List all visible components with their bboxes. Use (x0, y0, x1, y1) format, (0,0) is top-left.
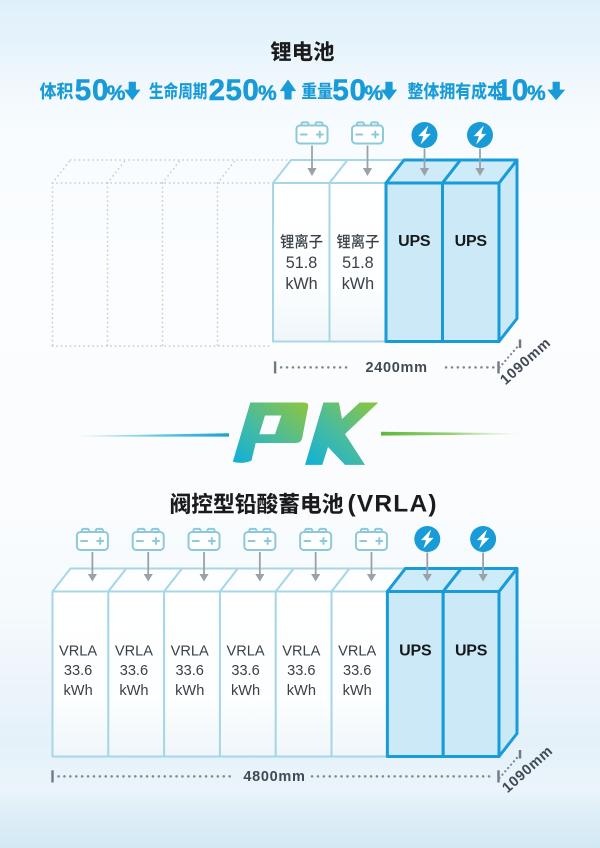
svg-text:kWh: kWh (287, 683, 316, 699)
svg-text:VRLA: VRLA (59, 643, 97, 659)
svg-text:%: % (107, 82, 126, 105)
svg-text:%: % (527, 82, 546, 105)
svg-text:250: 250 (209, 74, 260, 107)
svg-text:VRLA: VRLA (171, 643, 209, 659)
svg-text:33.6: 33.6 (64, 663, 92, 679)
svg-text:51.8: 51.8 (342, 254, 374, 272)
svg-text:10: 10 (496, 74, 529, 107)
svg-text:kWh: kWh (119, 683, 148, 699)
svg-text:33.6: 33.6 (287, 663, 315, 679)
svg-text:(VRLA): (VRLA) (348, 491, 438, 518)
svg-text:kWh: kWh (175, 683, 204, 699)
svg-text:51.8: 51.8 (286, 254, 318, 272)
svg-text:VRLA: VRLA (338, 643, 376, 659)
svg-text:4800mm: 4800mm (243, 769, 305, 785)
svg-text:50: 50 (75, 74, 109, 107)
svg-text:33.6: 33.6 (231, 663, 259, 679)
svg-text:VRLA: VRLA (115, 643, 153, 659)
svg-text:%: % (258, 82, 277, 105)
svg-text:33.6: 33.6 (343, 663, 371, 679)
svg-text:2400mm: 2400mm (365, 360, 427, 376)
svg-text:UPS: UPS (398, 233, 431, 250)
svg-text:kWh: kWh (64, 683, 93, 699)
svg-text:kWh: kWh (231, 683, 260, 699)
svg-text:kWh: kWh (343, 683, 372, 699)
svg-text:kWh: kWh (342, 275, 374, 293)
svg-text:50: 50 (332, 74, 366, 107)
svg-text:UPS: UPS (455, 643, 488, 660)
svg-text:VRLA: VRLA (282, 643, 320, 659)
svg-text:33.6: 33.6 (176, 663, 204, 679)
svg-text:UPS: UPS (399, 643, 432, 660)
svg-text:%: % (365, 82, 384, 105)
svg-text:33.6: 33.6 (120, 663, 148, 679)
svg-text:VRLA: VRLA (226, 643, 264, 659)
svg-text:kWh: kWh (285, 275, 317, 293)
svg-text:UPS: UPS (455, 233, 488, 250)
